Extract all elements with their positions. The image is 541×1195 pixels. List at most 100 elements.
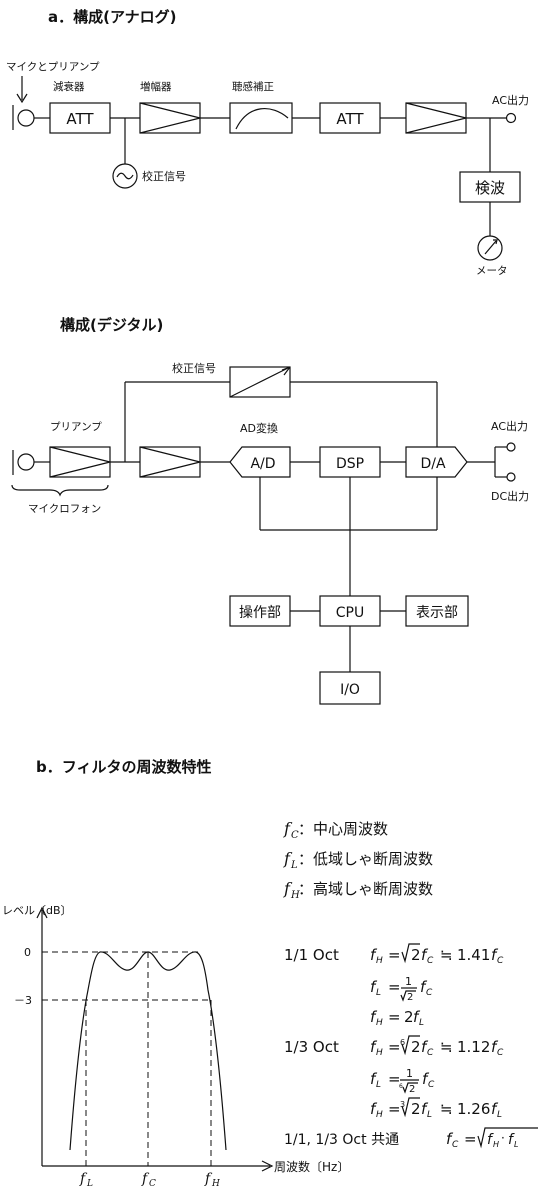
detector-box — [459, 171, 521, 203]
tick-0: 0 — [24, 946, 31, 959]
ac-out-label-d: AC出力 — [491, 419, 528, 433]
svg-text:H: H — [376, 1018, 383, 1028]
svg-text:C: C — [427, 1048, 434, 1058]
y-axis-label: レベル〔dB〕 — [2, 904, 72, 917]
oct3-label: 1/3 Oct — [284, 1038, 339, 1056]
formula-1-3-fh: f H = 6 2 f C ≒ 1.12 f C — [370, 1035, 504, 1058]
ad-text: A/D — [250, 456, 275, 472]
y-axis-arrow — [36, 906, 48, 919]
svg-text:f: f — [420, 978, 428, 996]
meter-icon — [477, 235, 503, 261]
svg-text:2: 2 — [411, 1100, 421, 1118]
ac-out-label-a: AC出力 — [492, 93, 529, 107]
ops-box — [229, 595, 291, 627]
ops-text: 操作部 — [239, 605, 281, 621]
meter-label: メータ — [476, 265, 508, 277]
svg-text:f: f — [141, 1171, 150, 1187]
svg-text:≒: ≒ — [440, 1038, 453, 1056]
svg-text:2: 2 — [411, 946, 421, 964]
svg-text:L: L — [86, 1179, 93, 1189]
mic-arrow-head — [16, 93, 28, 104]
svg-text:：高域しゃ断周波数: ：高域しゃ断周波数 — [298, 880, 433, 898]
svg-text:f: f — [421, 1100, 429, 1118]
section-a-title: a．構成(アナログ) — [48, 8, 177, 26]
aural-weighting-box — [229, 102, 293, 134]
formula-1-3-fl: f L = 1 6 2 f C — [370, 1067, 435, 1095]
cal-signal-box — [229, 366, 291, 398]
svg-text:f: f — [508, 1132, 515, 1148]
att-text-1: ATT — [66, 110, 94, 128]
svg-text:C: C — [497, 1048, 504, 1058]
io-text: I/O — [340, 682, 360, 698]
tick-minus3: －3 — [14, 994, 32, 1007]
detector-text: 検波 — [475, 179, 505, 197]
dsp-box — [319, 446, 381, 478]
display-box — [405, 595, 469, 627]
formula-1-1-fh: f H = 2 f C ≒ 1.41 f C — [370, 943, 504, 966]
x-tick-fc: f C — [141, 1171, 156, 1189]
svg-text:f: f — [422, 1070, 430, 1088]
svg-text:f: f — [283, 849, 293, 868]
svg-text:f: f — [491, 1100, 499, 1118]
svg-text:≒: ≒ — [440, 946, 453, 964]
svg-text:1.26: 1.26 — [457, 1100, 490, 1118]
svg-text:H: H — [290, 890, 300, 901]
svg-text:L: L — [376, 1080, 381, 1090]
svg-text:C: C — [426, 988, 433, 998]
amplifier-box-1 — [139, 102, 201, 134]
svg-text:f: f — [79, 1171, 88, 1187]
svg-text:2: 2 — [404, 1008, 414, 1026]
svg-text:=: = — [388, 978, 401, 996]
svg-text:L: L — [427, 1110, 432, 1120]
x-axis-arrow — [261, 1160, 274, 1172]
display-text: 表示部 — [416, 605, 458, 621]
svg-text:=: = — [388, 1038, 401, 1056]
svg-text:f: f — [370, 1008, 378, 1026]
cal-signal-label-d: 校正信号 — [172, 361, 216, 375]
svg-text:C: C — [149, 1179, 156, 1189]
svg-text:≒: ≒ — [440, 1100, 453, 1118]
amplifier-label: 増幅器 — [140, 80, 172, 93]
att-box-1 — [49, 102, 111, 134]
legend-fl: f L ：低域しゃ断周波数 — [283, 849, 433, 871]
mic-icon-digital — [12, 450, 35, 475]
filter-response-curve — [69, 951, 227, 1151]
svg-text:f: f — [370, 978, 378, 996]
svg-text:f: f — [283, 819, 293, 838]
ac-output-terminal-d — [506, 442, 516, 452]
common-label: 1/1, 1/3 Oct 共通 — [284, 1132, 399, 1148]
svg-text:L: L — [497, 1110, 502, 1120]
svg-text:=: = — [388, 1100, 401, 1118]
svg-text:L: L — [514, 1140, 518, 1149]
dsp-text: DSP — [336, 456, 364, 472]
svg-text:2: 2 — [407, 992, 413, 1003]
formula-1-3-fh2: f H = 3 2 f L ≒ 1.26 f L — [370, 1097, 502, 1120]
svg-text:2: 2 — [409, 1084, 415, 1095]
mic-preamp-label: マイクとプリアンプ — [6, 61, 100, 73]
svg-text:H: H — [376, 956, 383, 966]
section-digital-title: 構成(デジタル) — [60, 316, 163, 334]
da-text: D/A — [420, 456, 445, 472]
oct1-label: 1/1 Oct — [284, 946, 339, 964]
svg-text:H: H — [376, 1048, 383, 1058]
svg-text:f: f — [421, 946, 429, 964]
svg-text:1: 1 — [406, 1067, 413, 1080]
mic-icon — [12, 105, 35, 130]
formula-common: f C = f H · f L — [446, 1127, 538, 1150]
section-b-title: b．フィルタの周波数特性 — [36, 758, 211, 776]
svg-text:f: f — [413, 1008, 421, 1026]
svg-text:f: f — [487, 1132, 494, 1148]
amplifier-box-2 — [405, 102, 467, 134]
svg-text:=: = — [388, 946, 401, 964]
svg-text:6: 6 — [399, 1083, 403, 1090]
oscillator-icon — [112, 163, 138, 189]
svg-text:=: = — [388, 1070, 401, 1088]
att-box-2 — [319, 102, 381, 134]
formula-1-1-fh2: f H = 2 f L — [370, 1008, 424, 1028]
svg-text:C: C — [291, 830, 299, 841]
cpu-box — [319, 595, 381, 627]
da-box — [405, 446, 468, 478]
svg-text:C: C — [452, 1140, 459, 1150]
legend-fc: f C ：中心周波数 — [283, 819, 388, 841]
